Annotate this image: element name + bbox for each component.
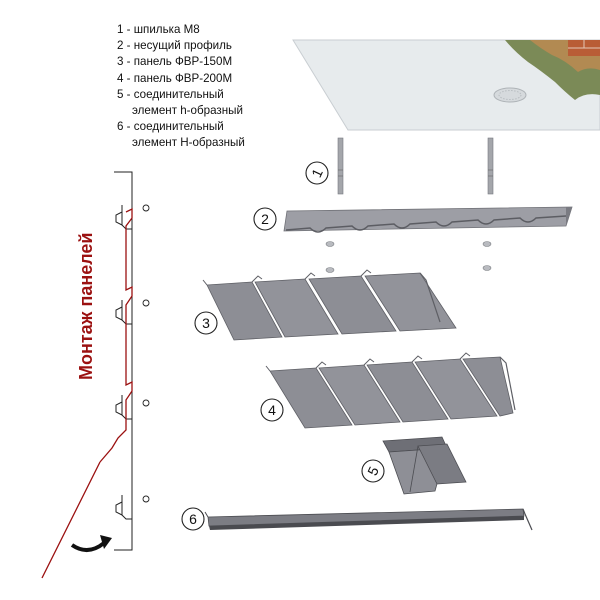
legend-item: 6 - соединительный — [117, 120, 224, 134]
connector-h-shaped — [382, 436, 467, 495]
panel-fvr-200m — [265, 352, 516, 429]
profile-cross-section — [41, 171, 150, 579]
nut-icon — [325, 267, 335, 273]
svg-text:4: 4 — [268, 402, 276, 418]
legend-item: 2 - несущий профиль — [117, 39, 232, 53]
threaded-stud — [337, 137, 344, 195]
legend-item-continuation: элемент H-образный — [132, 136, 245, 150]
ceiling-slab — [292, 39, 600, 131]
svg-text:3: 3 — [202, 315, 210, 331]
rotation-arrow-icon — [70, 535, 112, 552]
legend-item: 3 - панель ФВР-150М — [117, 55, 233, 69]
threaded-stud — [487, 137, 494, 195]
legend-item-continuation: элемент h-образный — [132, 104, 243, 118]
callout-5: 5 — [361, 459, 385, 483]
connector-H-shaped — [204, 508, 533, 531]
callout-3: 3 — [194, 311, 218, 335]
panel-fvr-150m — [202, 269, 457, 341]
callout-4: 4 — [260, 398, 284, 422]
legend-item: 5 - соединительный — [117, 87, 224, 101]
side-title: Монтаж панелей — [76, 233, 96, 381]
callout-6: 6 — [181, 507, 205, 531]
nut-icon — [482, 265, 492, 271]
nut-icon — [325, 241, 335, 247]
legend-item: 1 - шпилька М8 — [117, 23, 200, 36]
svg-text:2: 2 — [261, 211, 269, 227]
carrier-profile — [283, 206, 573, 233]
legend-item: 4 - панель ФВР-200М — [117, 71, 233, 85]
vent-grille-icon — [493, 87, 527, 103]
legend: 1 - шпилька М8 2 - несущий профиль 3 - п… — [117, 22, 307, 152]
callout-2: 2 — [253, 207, 277, 231]
callout-1: 1 — [305, 161, 329, 185]
nut-icon — [482, 241, 492, 247]
svg-text:6: 6 — [189, 511, 197, 527]
